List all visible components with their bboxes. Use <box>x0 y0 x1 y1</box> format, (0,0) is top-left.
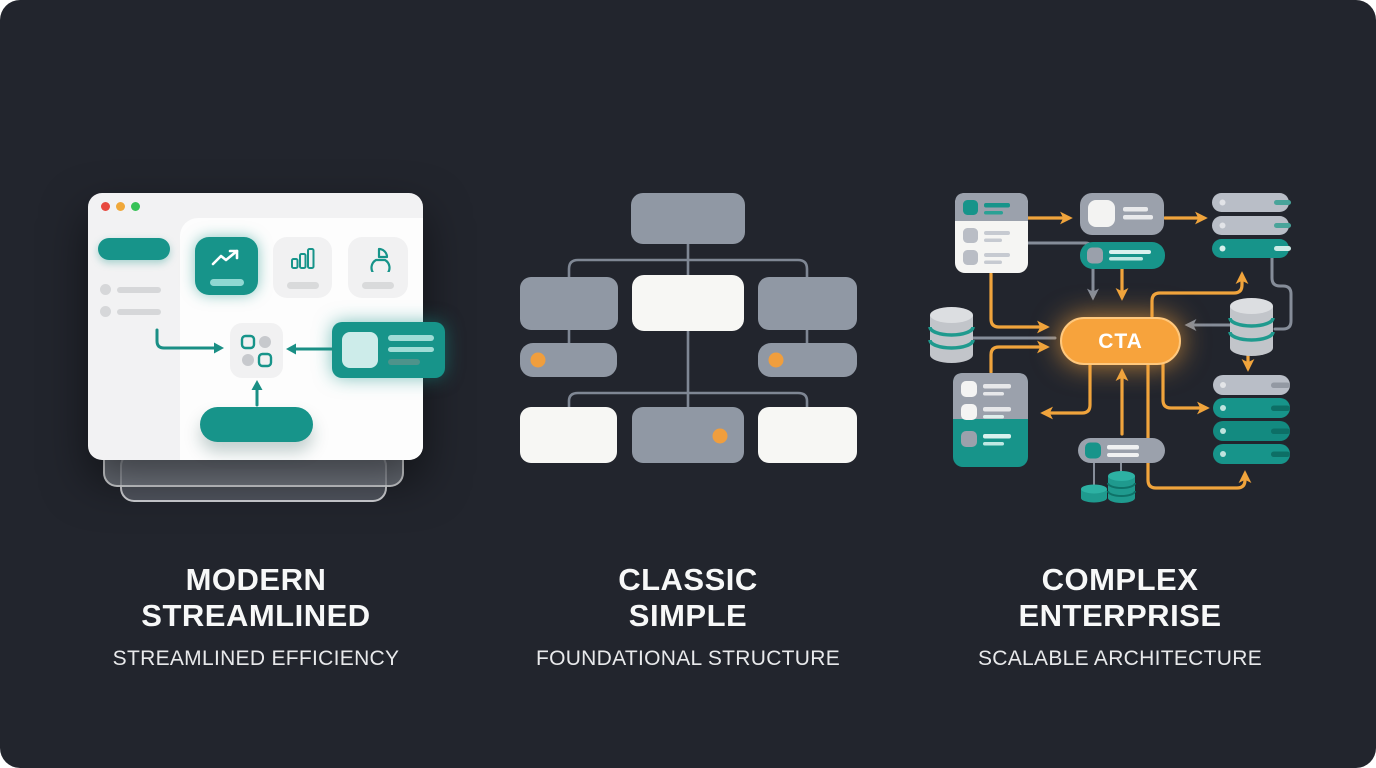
tile-underline <box>286 282 319 289</box>
status-dot <box>712 428 728 444</box>
panel-caption-classic: CLASSIC SIMPLE FOUNDATIONAL STRUCTURE <box>528 562 848 671</box>
org-node-pill <box>520 343 617 377</box>
info-card-line <box>388 335 434 341</box>
info-card-line <box>388 347 434 352</box>
panel-caption-enterprise: COMPLEX ENTERPRISE SCALABLE ARCHITECTURE <box>960 562 1280 671</box>
window-minimize-icon <box>116 202 125 211</box>
stat-card <box>348 237 408 298</box>
stat-card <box>273 237 332 298</box>
sidebar-item-icon <box>100 306 111 317</box>
bar-chart-icon <box>291 248 315 269</box>
cta-button: CTA <box>1060 317 1181 365</box>
sidebar-logo-pill <box>98 238 170 260</box>
info-card-thumbnail <box>342 332 378 368</box>
orange-flow-arrows <box>989 211 1255 490</box>
window-close-icon <box>101 202 110 211</box>
panel-title: COMPLEX ENTERPRISE <box>960 562 1280 634</box>
trend-up-icon <box>211 249 239 266</box>
org-node-pill <box>758 343 857 377</box>
org-node-highlight <box>632 275 744 331</box>
window-zoom-icon <box>131 202 140 211</box>
media-card <box>1080 193 1164 235</box>
org-node-root <box>631 193 745 244</box>
component-card <box>230 323 283 378</box>
status-dot <box>530 352 546 368</box>
grid-shapes-icon <box>240 334 273 368</box>
info-card-line <box>388 359 420 365</box>
sidebar-item-icon <box>100 284 111 295</box>
panel-subtitle: STREAMLINED EFFICIENCY <box>112 647 400 670</box>
org-chart-diagram <box>520 193 857 463</box>
panel-title-line2: STREAMLINED <box>141 598 371 633</box>
data-card <box>1078 438 1165 463</box>
database-icon <box>1228 298 1275 356</box>
info-card <box>332 322 445 378</box>
tile-underline <box>362 282 394 289</box>
panel-title-line1: CLASSIC <box>618 562 758 597</box>
content-panel <box>180 218 445 460</box>
panel-title: MODERN STREAMLINED <box>96 562 416 634</box>
action-pill <box>200 407 313 442</box>
panel-title-line2: ENTERPRISE <box>1018 598 1222 633</box>
status-dot <box>768 352 784 368</box>
stat-card-active <box>195 237 258 295</box>
org-node <box>520 277 618 330</box>
database-stacked-icon <box>1107 471 1136 503</box>
panel-title-line1: COMPLEX <box>1041 562 1199 597</box>
panel-title-line2: SIMPLE <box>628 598 748 633</box>
panel-title-line1: MODERN <box>185 562 327 597</box>
panel-caption-modern: MODERN STREAMLINED STREAMLINED EFFICIENC… <box>96 562 416 671</box>
org-node <box>758 277 857 330</box>
cta-label: CTA <box>1098 330 1143 353</box>
sidebar-item-label-bar <box>117 286 161 293</box>
org-node <box>632 407 744 463</box>
panel-title: CLASSIC SIMPLE <box>528 562 848 634</box>
list-card <box>955 193 1028 273</box>
sidebar-item-label-bar <box>117 308 161 315</box>
database-icon <box>928 307 975 363</box>
browser-window-mockup <box>88 193 445 460</box>
tile-underline <box>209 279 244 286</box>
panel-subtitle: SCALABLE ARCHITECTURE <box>977 647 1263 670</box>
org-chart-connectors <box>567 244 809 407</box>
list-item-icon <box>963 200 978 215</box>
org-node-highlight <box>520 407 617 463</box>
server-stack-icon <box>1213 375 1290 464</box>
enterprise-architecture-diagram: CTA <box>928 193 1293 503</box>
database-small-icon <box>1081 484 1107 503</box>
teal-banner-card <box>1080 242 1165 269</box>
pie-chart-icon <box>370 247 391 272</box>
panel-subtitle: FOUNDATIONAL STRUCTURE <box>535 647 841 670</box>
server-stack-icon <box>1212 193 1291 258</box>
org-node-highlight <box>758 407 857 463</box>
list-card-teal-footer <box>953 373 1028 467</box>
